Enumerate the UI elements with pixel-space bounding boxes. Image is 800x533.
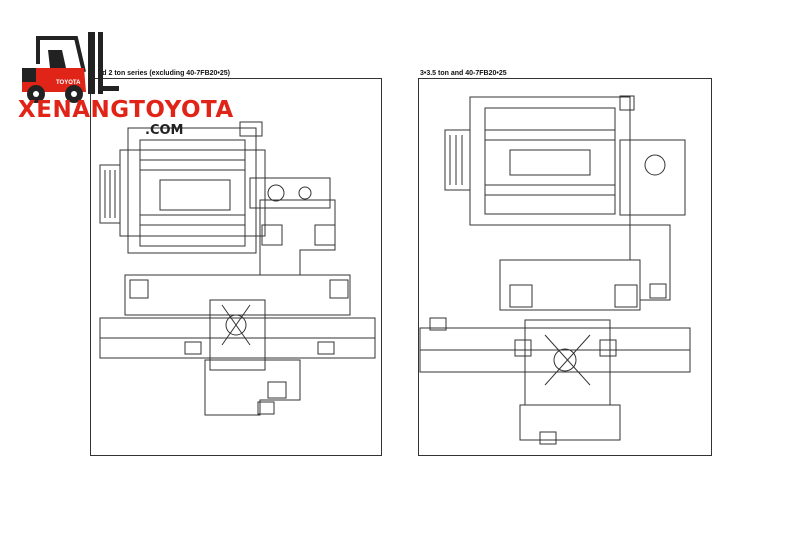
diagram-caption-right: 3•3.5 ton and 40-7FB20•25 — [420, 70, 507, 77]
gearbox-left — [99, 199, 376, 416]
diagram-panel-right — [418, 78, 712, 456]
diagram-caption-left: nd 2 ton series (excluding 40-7FB20•25) — [98, 70, 230, 77]
forklift-icon: TOYOTA — [22, 32, 119, 103]
logo-badge-text: TOYOTA — [56, 80, 81, 86]
gearbox-right — [419, 224, 691, 445]
diagram-panel-left — [90, 78, 382, 456]
brand-domain: .COM — [145, 123, 184, 138]
brand-logo: TOYOTA — [14, 28, 204, 143]
motor-assembly-right — [444, 95, 686, 226]
motor-assembly-left — [99, 121, 331, 254]
brand-name: XENANGTOYOTA — [18, 97, 234, 123]
